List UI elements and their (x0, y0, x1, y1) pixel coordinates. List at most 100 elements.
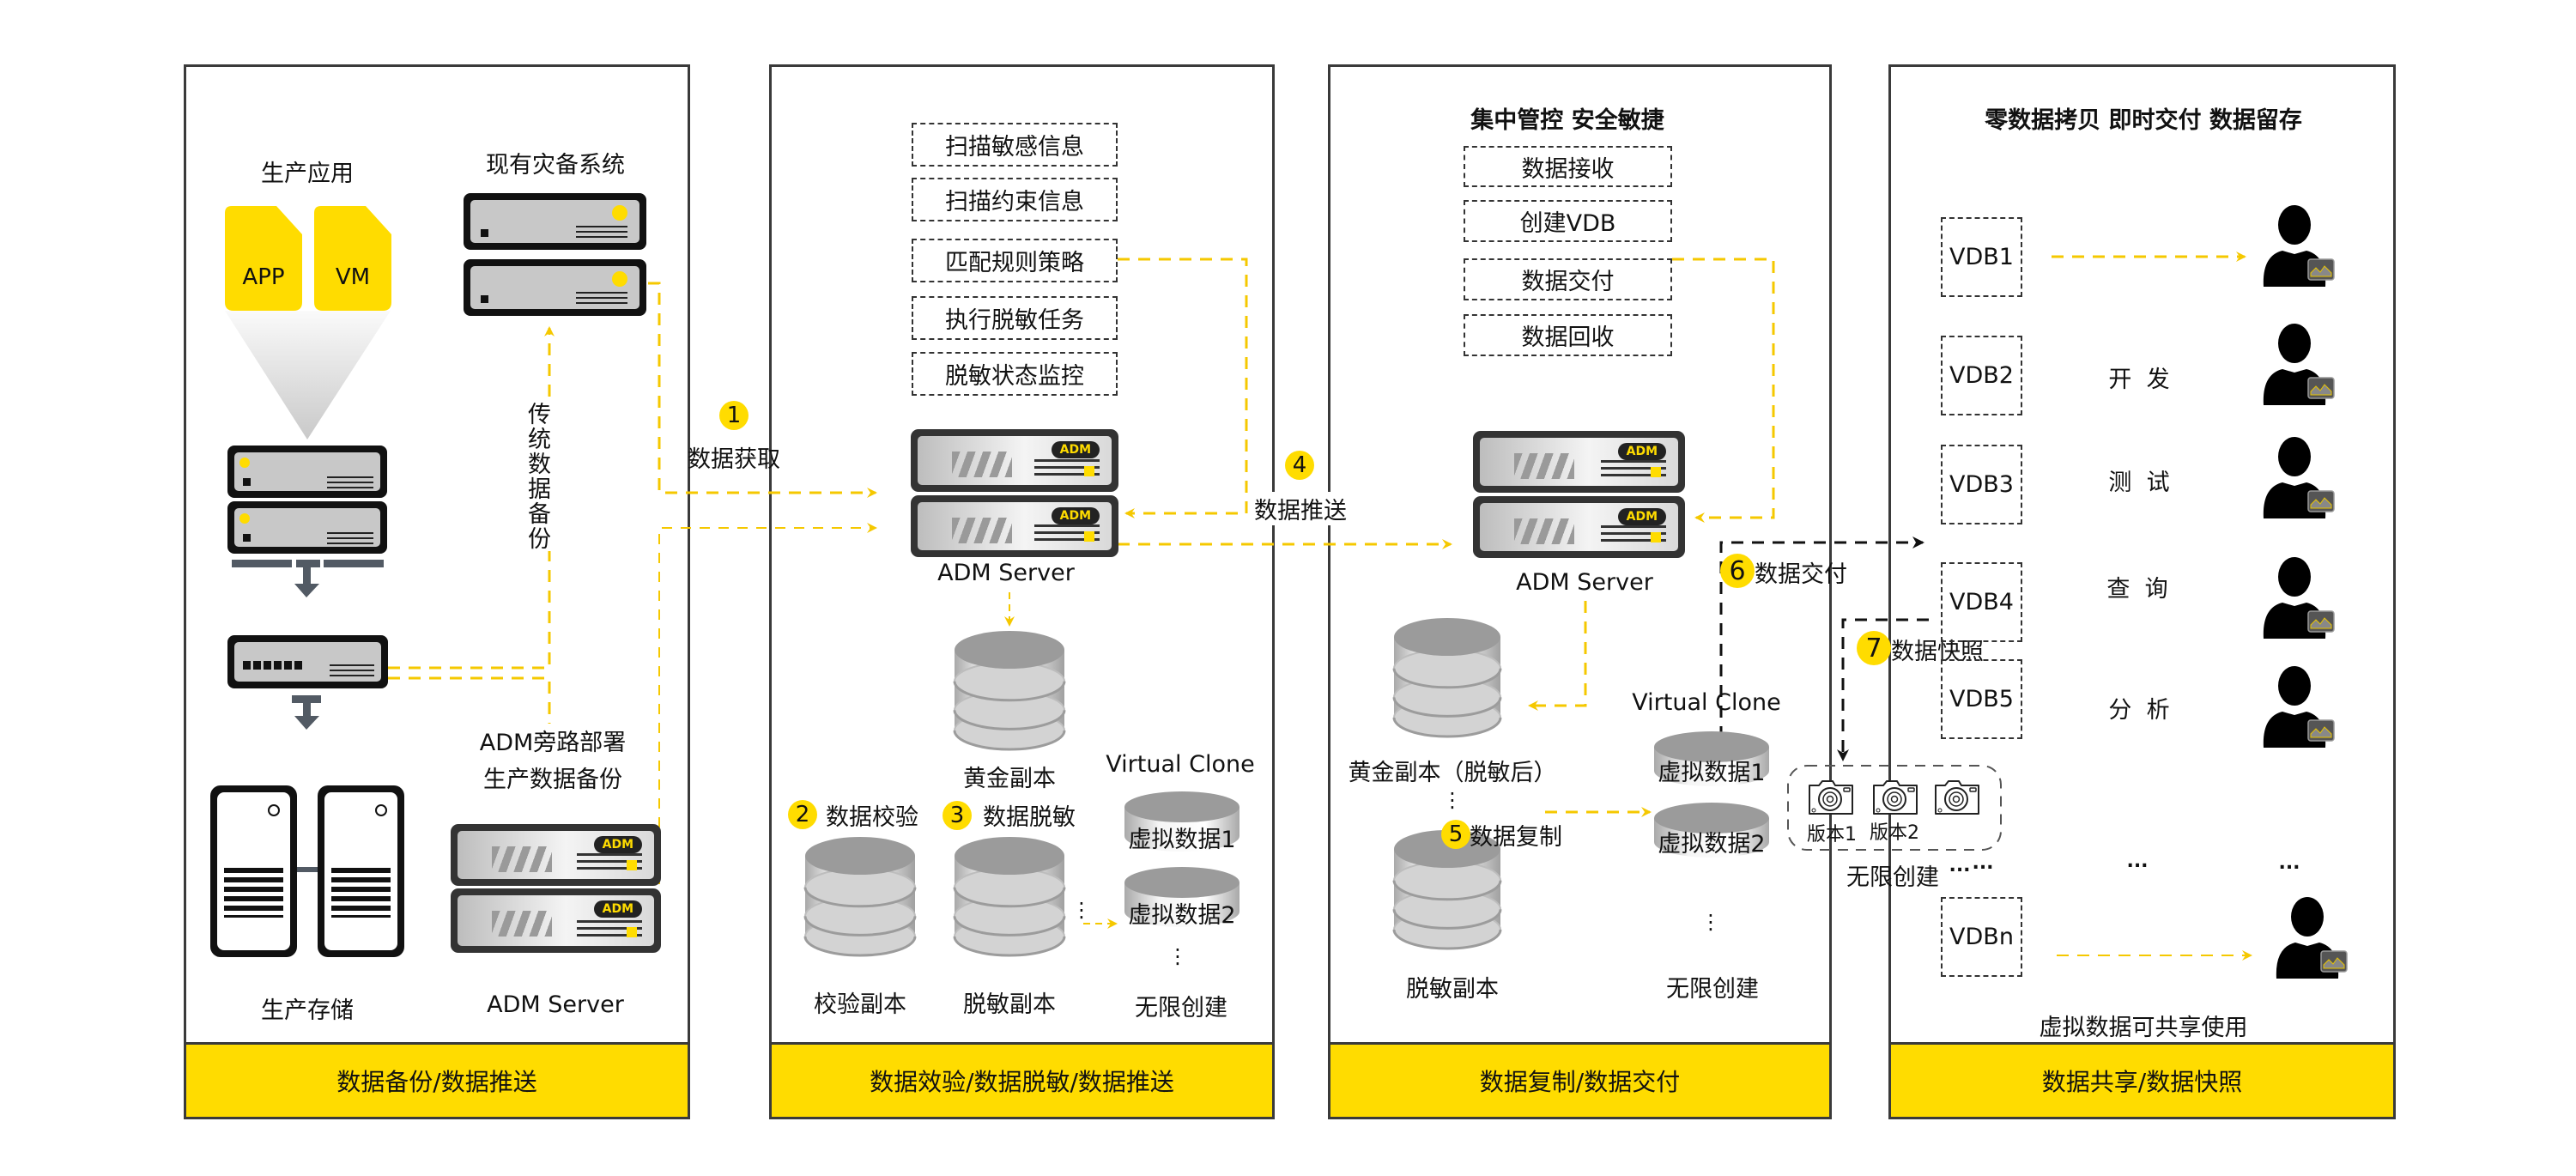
network-switch-icon (227, 635, 388, 688)
snapshot-version-label: 版本1 (1807, 824, 1857, 846)
verify-copy-label: 校验副本 (814, 991, 906, 1018)
task-reclaim[interactable]: 数据回收 (1464, 314, 1672, 356)
adm-badge: ADM (1617, 443, 1666, 460)
adm-server-icon: ADM (911, 495, 1118, 557)
panel4-title: 零数据拷贝 即时交付 数据留存 (1985, 107, 2302, 134)
step6-label: 数据交付 (1755, 561, 1847, 588)
vdb-box[interactable]: VDB5 (1941, 659, 2022, 739)
gold-copy-masked-label: 黄金副本（脱敏后） (1348, 760, 1557, 786)
vdb-box[interactable]: VDBn (1941, 897, 2022, 977)
panel-footer: 数据效验/数据脱敏/数据推送 (772, 1042, 1272, 1117)
user-icon (2262, 204, 2336, 290)
panel-masking: 数据效验/数据脱敏/数据推送 (769, 64, 1275, 1119)
more-ellipsis: ⋮ (1442, 788, 1463, 812)
virtual-data-label: 虚拟数据1 (1128, 827, 1236, 853)
user-icon (2262, 665, 2336, 751)
step3-badge: 3 (943, 801, 972, 830)
task-scan-constraints[interactable]: 扫描约束信息 (912, 178, 1118, 221)
adm-badge: ADM (1051, 507, 1100, 524)
step3-label: 数据脱敏 (983, 804, 1076, 831)
step1-badge: 1 (719, 401, 749, 430)
step2-badge: 2 (788, 800, 817, 829)
user-icon (2262, 323, 2336, 409)
virtual-data-label: 虚拟数据2 (1128, 902, 1236, 929)
virtual-clone-label: Virtual Clone (1632, 689, 1781, 716)
step4-badge: 4 (1285, 451, 1314, 480)
virtual-data-label: 虚拟数据2 (1658, 831, 1766, 858)
adm-bypass-line2: 生产数据备份 (483, 761, 622, 794)
vm-label: VM (335, 264, 371, 290)
database-icon (803, 837, 917, 961)
panel-footer: 数据共享/数据快照 (1891, 1042, 2393, 1117)
adm-server-icon: ADM (451, 888, 661, 953)
gold-copy-label: 黄金副本 (963, 766, 1056, 792)
adm-badge: ADM (1051, 441, 1100, 458)
step5-badge: 5 (1441, 820, 1470, 849)
more-ellipsis: ⋮ (1071, 898, 1092, 922)
adm-badge: ADM (593, 836, 642, 853)
snapshot-camera-icon (1871, 779, 1919, 816)
database-icon (953, 837, 1066, 961)
more-ellipsis: ⋮ (1700, 910, 1721, 934)
dr-server-icon (464, 193, 646, 250)
virtual-clone-label: Virtual Clone (1106, 751, 1255, 778)
step6-badge: 6 (1720, 554, 1755, 588)
adm-server-icon: ADM (911, 429, 1118, 492)
step1-label: 数据获取 (688, 446, 780, 473)
app-doc-icon: APP (225, 206, 302, 311)
adm-bypass-line1: ADM旁路部署 (479, 724, 627, 757)
snapshot-camera-icon (1933, 779, 1981, 816)
masked-copy-label: 脱敏副本 (1406, 976, 1499, 1003)
vdb-box[interactable]: VDB4 (1941, 562, 2022, 642)
use-test-label: 测 试 (2108, 470, 2170, 496)
vm-doc-icon: VM (314, 206, 391, 311)
task-match-rules[interactable]: 匹配规则策略 (912, 239, 1118, 282)
task-create-vdb[interactable]: 创建VDB (1464, 200, 1672, 242)
storage-tower-icon (318, 785, 404, 957)
virtual-disc-icon: 虚拟数据1 (1652, 731, 1771, 791)
more-ellipsis: ... (1972, 852, 1994, 874)
adm-badge: ADM (1617, 508, 1666, 525)
virtual-data-label: 虚拟数据1 (1658, 760, 1766, 786)
task-receive[interactable]: 数据接收 (1464, 146, 1672, 187)
adm-server-label: ADM Server (937, 560, 1075, 586)
panel-footer: 数据备份/数据推送 (186, 1042, 688, 1117)
use-query-label: 查 询 (2106, 576, 2168, 603)
more-ellipsis: ⋮ (1167, 944, 1188, 968)
snapshot-version-label: 版本2 (1870, 822, 1919, 844)
step4-label: 数据推送 (1254, 492, 1347, 525)
user-icon (2262, 556, 2336, 642)
virtual-disc-icon: 虚拟数据2 (1652, 803, 1771, 863)
vdb-box[interactable]: VDB2 (1941, 336, 2022, 415)
unlimited-label: 无限创建 (1666, 976, 1759, 1003)
snapshot-unlimited-label: 无限创建 (1846, 864, 1939, 891)
production-server-icon (227, 501, 387, 554)
unlimited-label: 无限创建 (1135, 995, 1227, 1021)
panel-footer: 数据复制/数据交付 (1330, 1042, 1829, 1117)
database-icon (1392, 618, 1502, 742)
storage-label: 生产存储 (261, 997, 354, 1024)
production-app-label: 生产应用 (261, 161, 354, 187)
use-dev-label: 开 发 (2108, 367, 2170, 393)
shared-use-label: 虚拟数据可共享使用 (2039, 1015, 2248, 1041)
more-ellipsis: ... (2278, 852, 2300, 874)
task-execute-masking[interactable]: 执行脱敏任务 (912, 296, 1118, 340)
task-monitor-masking[interactable]: 脱敏状态监控 (912, 352, 1118, 396)
snapshot-camera-icon (1807, 779, 1855, 816)
vdb-box[interactable]: VDB1 (1941, 217, 2022, 297)
database-icon (953, 631, 1066, 755)
traditional-backup-label: 传统数据备份 (520, 402, 554, 551)
task-scan-sensitive[interactable]: 扫描敏感信息 (912, 123, 1118, 167)
adm-server-icon: ADM (1473, 496, 1685, 558)
production-server-icon (227, 446, 387, 498)
vdb-box[interactable]: VDB3 (1941, 445, 2022, 524)
database-icon (1392, 830, 1502, 954)
dr-server-icon (464, 259, 646, 316)
step7-badge: 7 (1857, 631, 1891, 665)
step2-label: 数据校验 (826, 804, 918, 831)
task-deliver[interactable]: 数据交付 (1464, 258, 1672, 300)
adm-server-label: ADM Server (1516, 569, 1653, 596)
virtual-disc-icon: 虚拟数据2 (1123, 867, 1241, 932)
user-icon (2262, 436, 2336, 522)
more-ellipsis: ... (2126, 851, 2149, 872)
